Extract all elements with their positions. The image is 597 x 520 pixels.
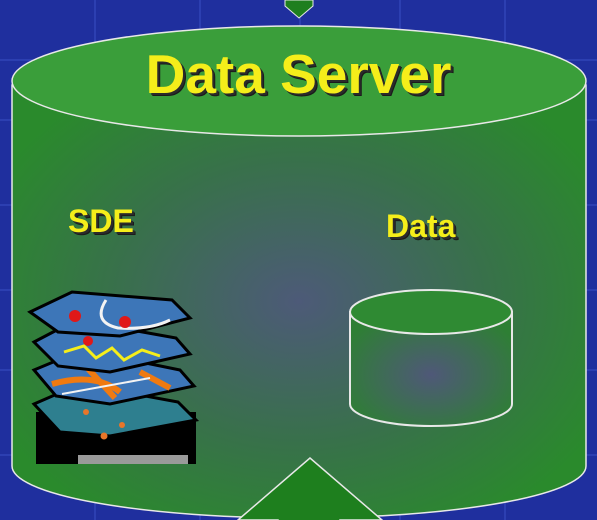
layered-map-icon <box>27 290 200 464</box>
database-cylinder-icon <box>349 289 513 427</box>
arrow-down-icon <box>284 0 314 19</box>
arrow-up-icon <box>236 457 384 520</box>
data-label: Data <box>386 208 456 244</box>
sde-label: SDE <box>68 203 134 239</box>
server-cylinder-top <box>11 25 587 137</box>
diagram-title: Data Server <box>145 43 452 105</box>
